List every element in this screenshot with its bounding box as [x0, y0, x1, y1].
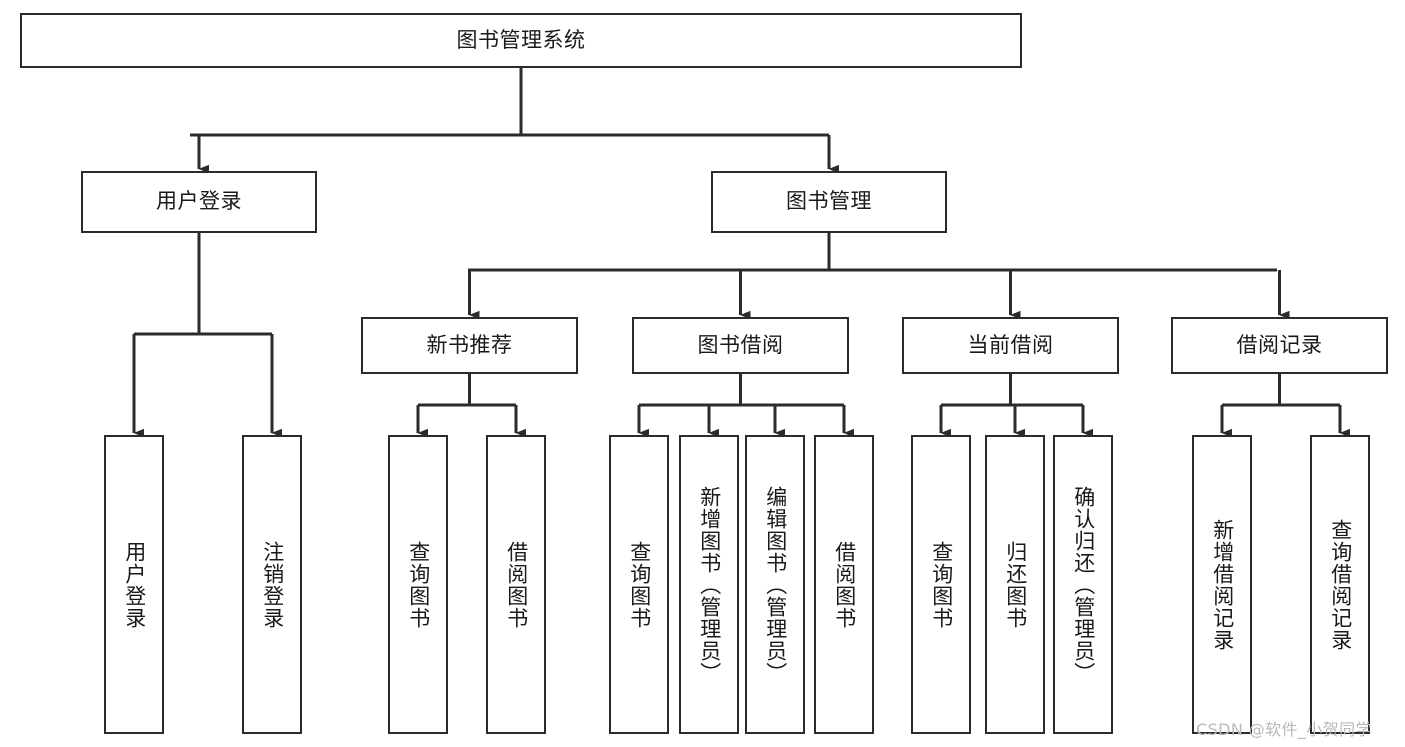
- node-book-manage[interactable]: 图书管理: [711, 171, 947, 233]
- node-book-borrow-label: 图书借阅: [697, 332, 784, 357]
- csdn-watermark: CSDN @软件_小贺同学: [1196, 720, 1372, 739]
- node-current-borrow[interactable]: 当前借阅: [902, 317, 1119, 374]
- node-leaf-confirm-return[interactable]: 确认归还（管理员）: [1053, 435, 1113, 734]
- node-leaf-user-login[interactable]: 用户登录: [104, 435, 164, 734]
- node-leaf-user-logout[interactable]: 注销登录: [242, 435, 302, 734]
- node-leaf-user-logout-label: 注销登录: [260, 540, 285, 629]
- node-leaf-add-book[interactable]: 新增图书（管理员）: [679, 435, 739, 734]
- node-leaf-add-record-label: 新增借阅记录: [1210, 518, 1235, 651]
- node-borrow-record[interactable]: 借阅记录: [1171, 317, 1388, 374]
- node-leaf-query-book-1[interactable]: 查询图书: [388, 435, 448, 734]
- node-leaf-user-login-label: 用户登录: [122, 540, 147, 629]
- node-leaf-query-book-2[interactable]: 查询图书: [609, 435, 669, 734]
- node-current-borrow-label: 当前借阅: [967, 332, 1054, 357]
- node-leaf-query-record-label: 查询借阅记录: [1328, 518, 1353, 651]
- node-leaf-borrow-book-1[interactable]: 借阅图书: [486, 435, 546, 734]
- node-user-login-label: 用户登录: [156, 189, 242, 214]
- node-leaf-borrow-book-1-label: 借阅图书: [504, 540, 529, 629]
- node-leaf-add-record[interactable]: 新增借阅记录: [1192, 435, 1252, 734]
- node-user-login[interactable]: 用户登录: [81, 171, 317, 233]
- node-leaf-return-book[interactable]: 归还图书: [985, 435, 1045, 734]
- node-leaf-query-book-3[interactable]: 查询图书: [911, 435, 971, 734]
- node-book-manage-label: 图书管理: [786, 189, 872, 214]
- node-borrow-record-label: 借阅记录: [1236, 332, 1323, 357]
- node-book-borrow[interactable]: 图书借阅: [632, 317, 849, 374]
- node-leaf-query-record[interactable]: 查询借阅记录: [1310, 435, 1370, 734]
- node-leaf-confirm-return-label: 确认归还（管理员）: [1071, 485, 1096, 684]
- node-new-book-rec[interactable]: 新书推荐: [361, 317, 578, 374]
- node-leaf-borrow-book-2-label: 借阅图书: [832, 540, 857, 629]
- node-root-label: 图书管理系统: [456, 27, 586, 52]
- node-leaf-add-book-label: 新增图书（管理员）: [697, 485, 722, 684]
- node-leaf-edit-book-label: 编辑图书（管理员）: [763, 485, 788, 684]
- node-leaf-query-book-3-label: 查询图书: [929, 540, 954, 629]
- node-leaf-return-book-label: 归还图书: [1003, 540, 1028, 629]
- node-new-book-rec-label: 新书推荐: [426, 332, 513, 357]
- node-leaf-edit-book[interactable]: 编辑图书（管理员）: [745, 435, 805, 734]
- node-leaf-borrow-book-2[interactable]: 借阅图书: [814, 435, 874, 734]
- node-root[interactable]: 图书管理系统: [20, 13, 1022, 68]
- node-leaf-query-book-2-label: 查询图书: [627, 540, 652, 629]
- node-leaf-query-book-1-label: 查询图书: [406, 540, 431, 629]
